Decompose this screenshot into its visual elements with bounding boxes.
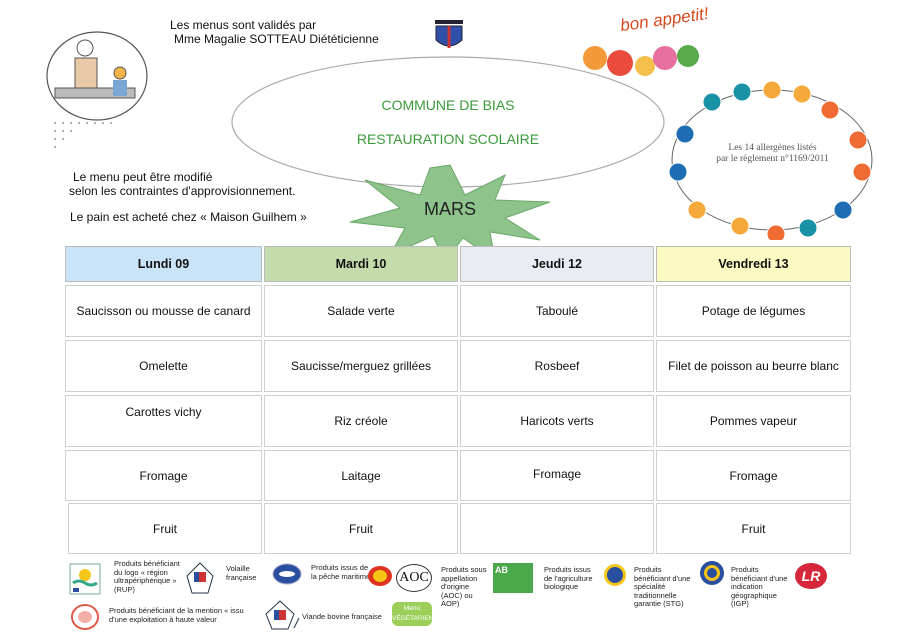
- month-label: MARS: [423, 199, 476, 219]
- stg-logo-icon: [604, 564, 626, 586]
- menu-cell: Fromage: [656, 450, 851, 501]
- note-line-2: selon les contraintes d'approvisionnemen…: [69, 184, 296, 198]
- menu-cell: Fruit: [68, 503, 262, 554]
- aop-logo-icon: [368, 566, 392, 586]
- legend-viande-bovine: Viande bovine française: [302, 612, 382, 621]
- menu-cell: Saucisse/merguez grillées: [264, 340, 458, 392]
- menu-cell: Carottes vichy: [65, 395, 262, 447]
- menu-vegetarien-icon: Menu VÉGÉTARIEN: [392, 602, 433, 626]
- legend-rup: Produits bénéficiant du logo « région ul…: [114, 559, 180, 594]
- day-header-vendredi: Vendredi 13: [656, 246, 851, 282]
- legend-aoc: Produits sous appellation d'origine (AOC…: [441, 565, 487, 608]
- menu-cell: Salade verte: [264, 285, 458, 337]
- legend-igp: Produits bénéficiant d'une indication gé…: [731, 565, 788, 608]
- menu-cell: Laitage: [264, 450, 458, 501]
- menu-cell: [460, 503, 654, 554]
- allergens-title-line-2: par le règlement n°1169/2011: [716, 154, 829, 164]
- menu-cell: Fromage: [65, 450, 262, 501]
- menu-cell: Potage de légumes: [656, 285, 851, 337]
- service-title: RESTAURATION SCOLAIRE: [356, 131, 540, 147]
- legend-peche: Produits issus de la pêche maritime: [311, 563, 371, 581]
- aoc-logo-icon: AOC: [396, 564, 432, 592]
- bread-note: Le pain est acheté chez « Maison Guilhem…: [70, 210, 307, 224]
- rup-logo-icon: [69, 563, 101, 595]
- day-header-lundi: Lundi 09: [65, 246, 262, 282]
- menu-cell: Saucisson ou mousse de canard: [65, 285, 262, 337]
- legend-volaille: Volaille française: [226, 564, 257, 582]
- allergens-wheel: [668, 80, 873, 240]
- allergens-title-line-1: Les 14 allergènes listés: [728, 143, 817, 153]
- day-header-mardi: Mardi 10: [264, 246, 458, 282]
- menu-cell: Haricots verts: [460, 395, 654, 447]
- note-line-1: Le menu peut être modifié: [73, 170, 213, 184]
- menu-cell: Riz créole: [264, 395, 458, 447]
- bon-appetit-illustration: [583, 45, 699, 76]
- volaille-francaise-icon: [186, 562, 214, 594]
- menu-cell: Filet de poisson au beurre blanc: [656, 340, 851, 392]
- menu-cell: Fruit: [264, 503, 458, 554]
- menu-cell: Fromage: [460, 450, 654, 501]
- label-rouge-icon: LR: [795, 563, 827, 589]
- chef-illustration: [46, 31, 148, 148]
- menu-cell: Rosbeef: [460, 340, 654, 392]
- ab-bio-logo-icon: AB: [493, 563, 533, 593]
- menu-cell: Taboulé: [460, 285, 654, 337]
- validation-line-2: Mme Magalie SOTTEAU Diététicienne: [174, 32, 379, 46]
- menu-cell: Omelette: [65, 340, 262, 392]
- igp-logo-icon: [700, 561, 724, 585]
- viande-bovine-francaise-icon: [265, 600, 300, 630]
- legend-hve: Produits bénéficiant de la mention « iss…: [109, 606, 244, 624]
- commune-title: COMMUNE DE BIAS: [381, 97, 515, 113]
- day-header-jeudi: Jeudi 12: [460, 246, 654, 282]
- legend-bio: Produits issus de l'agriculture biologiq…: [544, 565, 593, 591]
- hve-logo-icon: [71, 604, 99, 630]
- validation-line-1: Les menus sont validés par: [170, 18, 317, 32]
- legend-stg: Produits bénéficiant d'une spécialité tr…: [634, 565, 691, 608]
- menu-cell: Fruit: [656, 503, 851, 554]
- peche-maritime-icon: [272, 563, 302, 585]
- bias-coat-of-arms-logo: [435, 20, 463, 48]
- menu-cell: Pommes vapeur: [656, 395, 851, 447]
